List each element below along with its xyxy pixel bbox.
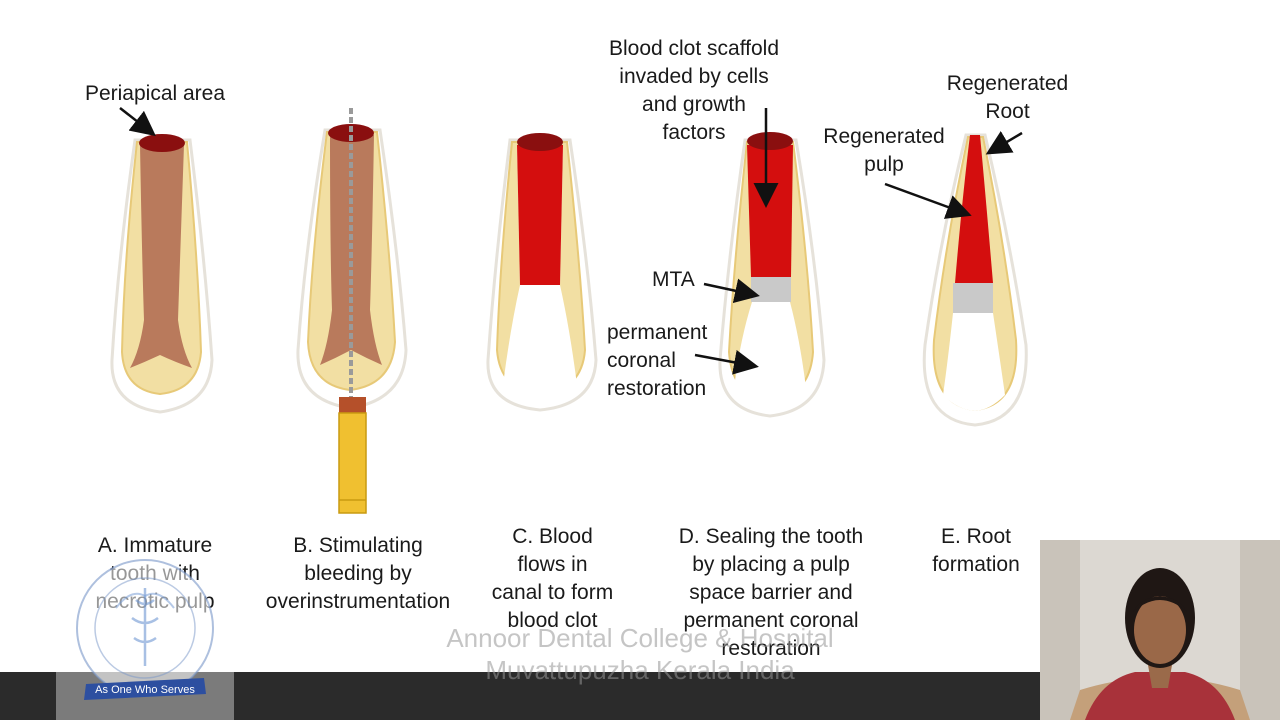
caption-e: E. Root formation [932,525,1020,576]
label-permanent-coronal-restoration: permanent coronal restoration [607,321,708,400]
tooth-e-restoration [943,313,1005,411]
label-blood-clot-scaffold: Blood clot scaffold invaded by cells and… [608,37,780,144]
label-regenerated-root: Regenerated Root [946,72,1069,123]
tooth-d-mta [751,277,791,302]
tooth-e-regenerated-pulp [955,135,993,283]
arrow-mta [703,278,760,304]
presenter-video [1040,540,1280,720]
caption-c: C. Blood flows in canal to form blood cl… [491,525,614,632]
arrow-regen-root [985,131,1023,155]
tooth-d-apex [747,132,793,150]
tooth-b-apex [328,124,374,142]
tooth-d [718,132,826,418]
caption-b: B. Stimulating bleeding by overinstrumen… [265,534,451,613]
endodontic-file-handle [338,412,367,514]
arrow-regen-pulp [884,182,972,219]
tooth-d-blood-clot [747,145,793,277]
tooth-e-mta [953,283,993,313]
tooth-a-periapical-area [139,134,185,152]
tooth-b-necrotic-pulp [320,135,382,365]
arrow-periapical [119,107,156,137]
endodontic-file-stopper [339,397,366,413]
arrow-restoration [694,350,759,375]
tooth-b [296,108,408,514]
tooth-d-restoration [734,302,806,404]
tooth-a-necrotic-pulp [130,145,192,368]
college-logo: As One Who Serves [56,559,234,720]
presenter-webcam [1040,540,1280,720]
label-periapical-area: Periapical area [84,82,226,105]
tooth-c-apex [517,133,563,151]
college-watermark: Annoor Dental College & Hospital Muvattu… [446,623,834,685]
tooth-c [486,133,598,412]
caption-d: D. Sealing the tooth by placing a pulp s… [678,525,864,660]
logo-motto: As One Who Serves [95,684,195,696]
label-mta: MTA [652,268,695,291]
tooth-c-blood-clot [517,145,563,285]
tooth-a [110,134,214,414]
label-regenerated-pulp: Regenerated pulp [823,125,945,176]
